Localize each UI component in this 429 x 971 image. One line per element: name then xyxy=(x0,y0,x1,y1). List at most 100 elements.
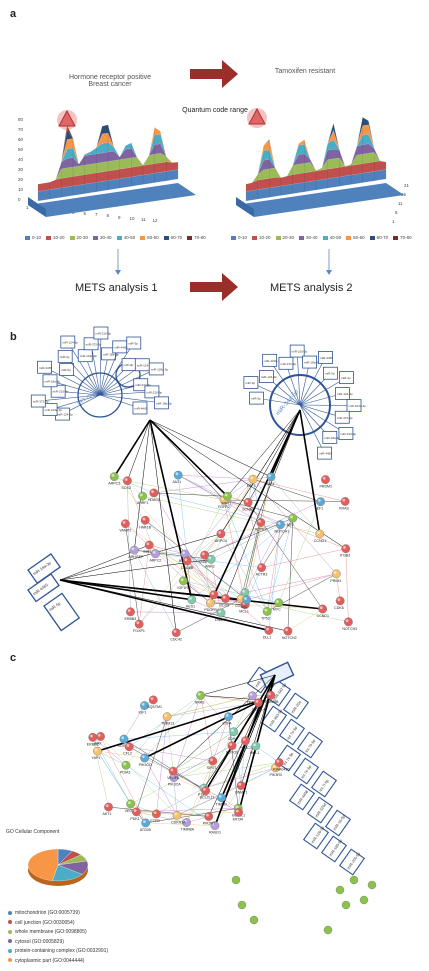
mirna-target-edge xyxy=(113,419,151,478)
gene-node-highlight xyxy=(266,627,269,631)
mirna-box-label: miR-18a-3p xyxy=(324,436,340,440)
gene-node xyxy=(134,619,144,629)
gene-label: VAMP2 xyxy=(119,529,131,533)
interaction-edge xyxy=(287,518,294,632)
go-legend-dot xyxy=(8,910,12,915)
gene-node-highlight xyxy=(189,597,192,600)
gene-node-highlight xyxy=(111,473,115,477)
gene-node xyxy=(318,604,328,614)
gene-node-highlight xyxy=(182,551,186,555)
legend-label: 60-70 xyxy=(170,235,183,240)
mirna-target-edge xyxy=(59,579,270,632)
interaction-edge xyxy=(187,560,226,599)
interaction-edge xyxy=(244,522,262,593)
gene-node-highlight xyxy=(277,521,281,525)
gene-label: PIK3CA xyxy=(168,783,181,787)
interaction-edge xyxy=(204,555,211,603)
legend-label: 50-60 xyxy=(353,235,365,240)
mirna-box xyxy=(42,403,58,416)
mirna-box-label: miR-4465 xyxy=(39,366,52,370)
gene-node xyxy=(187,595,197,605)
interaction-edge xyxy=(244,524,281,593)
go-legend-label: whole membrane (GO:0098805) xyxy=(15,929,87,935)
gene-node-highlight xyxy=(127,609,131,612)
mirna-box-label: miR-103a-3p xyxy=(80,354,98,358)
interaction-edge xyxy=(173,745,233,778)
interaction-edge xyxy=(227,478,254,497)
gene-label: DNMT1 xyxy=(235,791,247,795)
y-tick-label: 40 xyxy=(18,157,24,162)
gene-node xyxy=(315,529,325,539)
legend-label: 50-60 xyxy=(147,235,159,240)
gene-node-highlight xyxy=(218,610,222,614)
legend-swatch xyxy=(275,235,281,240)
depth-tick-label: 6 xyxy=(395,210,398,215)
interaction-edge xyxy=(252,478,346,502)
mirna-target-edge xyxy=(149,419,272,478)
gene-label: AKT1 xyxy=(103,812,112,816)
gene-node-highlight xyxy=(180,578,184,581)
gene-node xyxy=(122,476,132,486)
gene-label: KDR xyxy=(118,744,126,748)
interaction-edge xyxy=(136,808,239,813)
gene-label: PIK3R3 xyxy=(270,773,282,777)
interaction-edge xyxy=(210,559,222,613)
mirna-box xyxy=(132,401,148,415)
gene-label: TEAD1 xyxy=(247,701,259,705)
gene-node xyxy=(96,732,105,741)
gene-node-highlight xyxy=(146,542,150,546)
gene-node xyxy=(140,753,149,763)
interaction-edge xyxy=(223,499,268,612)
gene-label: MCL1 xyxy=(250,751,260,755)
interaction-edge xyxy=(97,750,127,766)
interaction-edge xyxy=(220,479,254,534)
gene-label: HES1 xyxy=(186,605,195,609)
gene-label: ARPC2 xyxy=(149,559,161,563)
mirna-box-label: miR-124-3p xyxy=(57,413,73,417)
gene-node-highlight xyxy=(218,794,222,798)
mirna-spoke xyxy=(38,394,101,402)
mirna-box xyxy=(57,349,73,363)
gene-node-highlight xyxy=(235,805,239,809)
gene-label: ARPC4 xyxy=(215,539,227,543)
left-surface-title: Hormone receptor positive Breast cancer xyxy=(68,74,152,88)
gene-label: IGF1 xyxy=(139,711,147,715)
gene-node xyxy=(253,698,263,708)
gene-node-highlight xyxy=(127,801,131,805)
interaction-edge xyxy=(134,550,177,633)
interaction-edge xyxy=(336,573,341,601)
gene-label: TIMM8A xyxy=(181,828,195,832)
gene-label: LIN28B xyxy=(181,566,194,570)
mirna-box xyxy=(320,835,348,863)
gene-node-highlight xyxy=(276,600,279,603)
gene-node xyxy=(323,925,333,935)
gene-node xyxy=(242,595,252,605)
mirna-target-edge xyxy=(200,674,276,696)
gene-node xyxy=(126,799,136,809)
gene-node xyxy=(251,741,261,751)
gene-node xyxy=(104,802,113,812)
gene-label: ANK3 xyxy=(205,564,214,568)
gene-node xyxy=(144,540,154,550)
mirna-box-label: miR-3p xyxy=(245,381,255,385)
legend-swatch xyxy=(25,235,30,240)
mirna-target-edge xyxy=(59,579,192,600)
gene-node xyxy=(209,590,219,600)
interaction-edge xyxy=(200,695,214,762)
mirna-box-label: miR-103a-3p xyxy=(151,367,169,371)
interaction-edge xyxy=(287,608,323,632)
x-tick-label: 9 xyxy=(118,214,121,220)
mirna-box-label: miR-4465 xyxy=(114,345,127,349)
gene-node-highlight xyxy=(255,699,259,703)
mirna-spoke xyxy=(99,353,109,396)
interaction-edge xyxy=(173,777,222,798)
gene-node xyxy=(266,472,276,482)
mirna-box-label: miR-375 xyxy=(255,674,267,688)
gene-node xyxy=(173,470,183,480)
mirna-box xyxy=(288,783,316,811)
mirna-box-label: miR-18a-3p xyxy=(304,361,320,365)
gene-node xyxy=(204,812,214,821)
gene-label: PRIM1 xyxy=(330,579,341,583)
interaction-edge xyxy=(178,474,261,523)
gene-label: FOXP1 xyxy=(133,629,145,633)
